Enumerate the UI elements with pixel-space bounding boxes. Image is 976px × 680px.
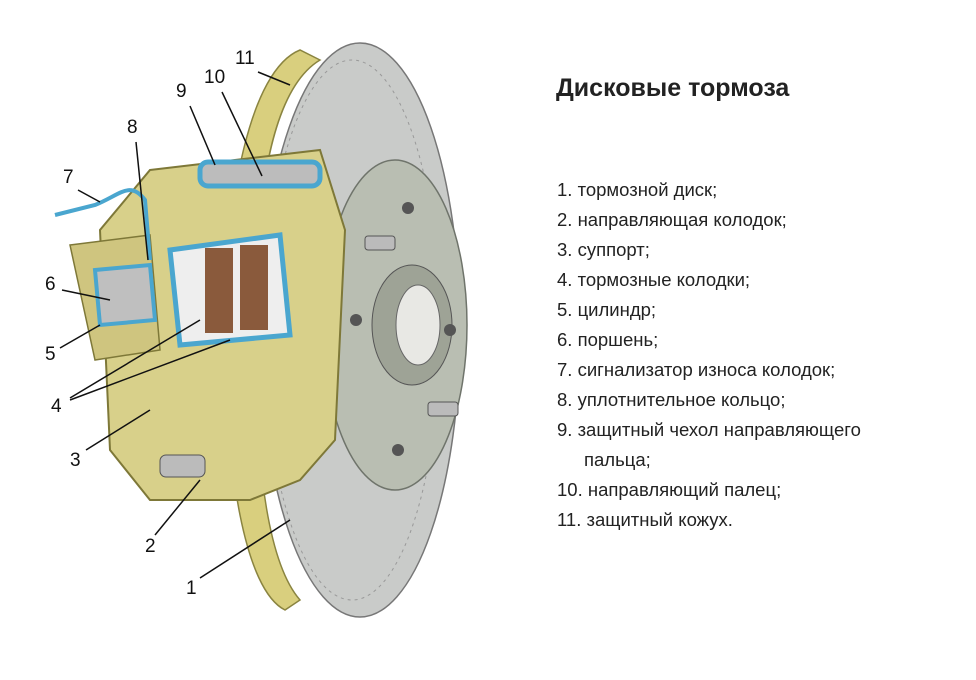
legend-item: 9. защитный чехол направляющего: [557, 419, 861, 440]
legend-item: 11. защитный кожух.: [557, 509, 733, 530]
callout-3: 3: [70, 450, 81, 471]
legend-item: 3. суппорт;: [557, 239, 650, 260]
legend-item: 8. уплотнительное кольцо;: [557, 389, 786, 410]
diagram-title: Дисковые тормоза: [556, 74, 790, 102]
brake-pad: [205, 248, 233, 333]
legend-item: 7. сигнализатор износа колодок;: [557, 359, 836, 380]
callout-11: 11: [235, 48, 255, 69]
wear-sensor: [54, 188, 152, 261]
callout-8: 8: [127, 117, 138, 138]
legend-item: 4. тормозные колодки;: [557, 269, 751, 290]
legend-list: 1. тормозной диск; 2. направляющая колод…: [557, 175, 861, 535]
callout-4: 4: [51, 396, 62, 417]
legend-item: 5. цилиндр;: [557, 299, 657, 320]
guide-pin: [197, 159, 323, 189]
piston: [92, 262, 158, 328]
callout-7: 7: [63, 167, 74, 188]
callout-10: 10: [204, 67, 226, 88]
callout-9: 9: [176, 81, 187, 102]
legend-item: 10. направляющий палец;: [557, 479, 782, 500]
legend-item: 2. направляющая колодок;: [557, 209, 787, 230]
callout-2: 2: [145, 536, 156, 557]
callout-1: 1: [186, 578, 197, 599]
callout-6: 6: [45, 274, 56, 295]
legend-item-continuation: пальца;: [584, 449, 651, 470]
legend-item: 1. тормозной диск;: [557, 179, 718, 200]
callout-5: 5: [45, 344, 56, 365]
legend-item: 6. поршень;: [557, 329, 659, 350]
